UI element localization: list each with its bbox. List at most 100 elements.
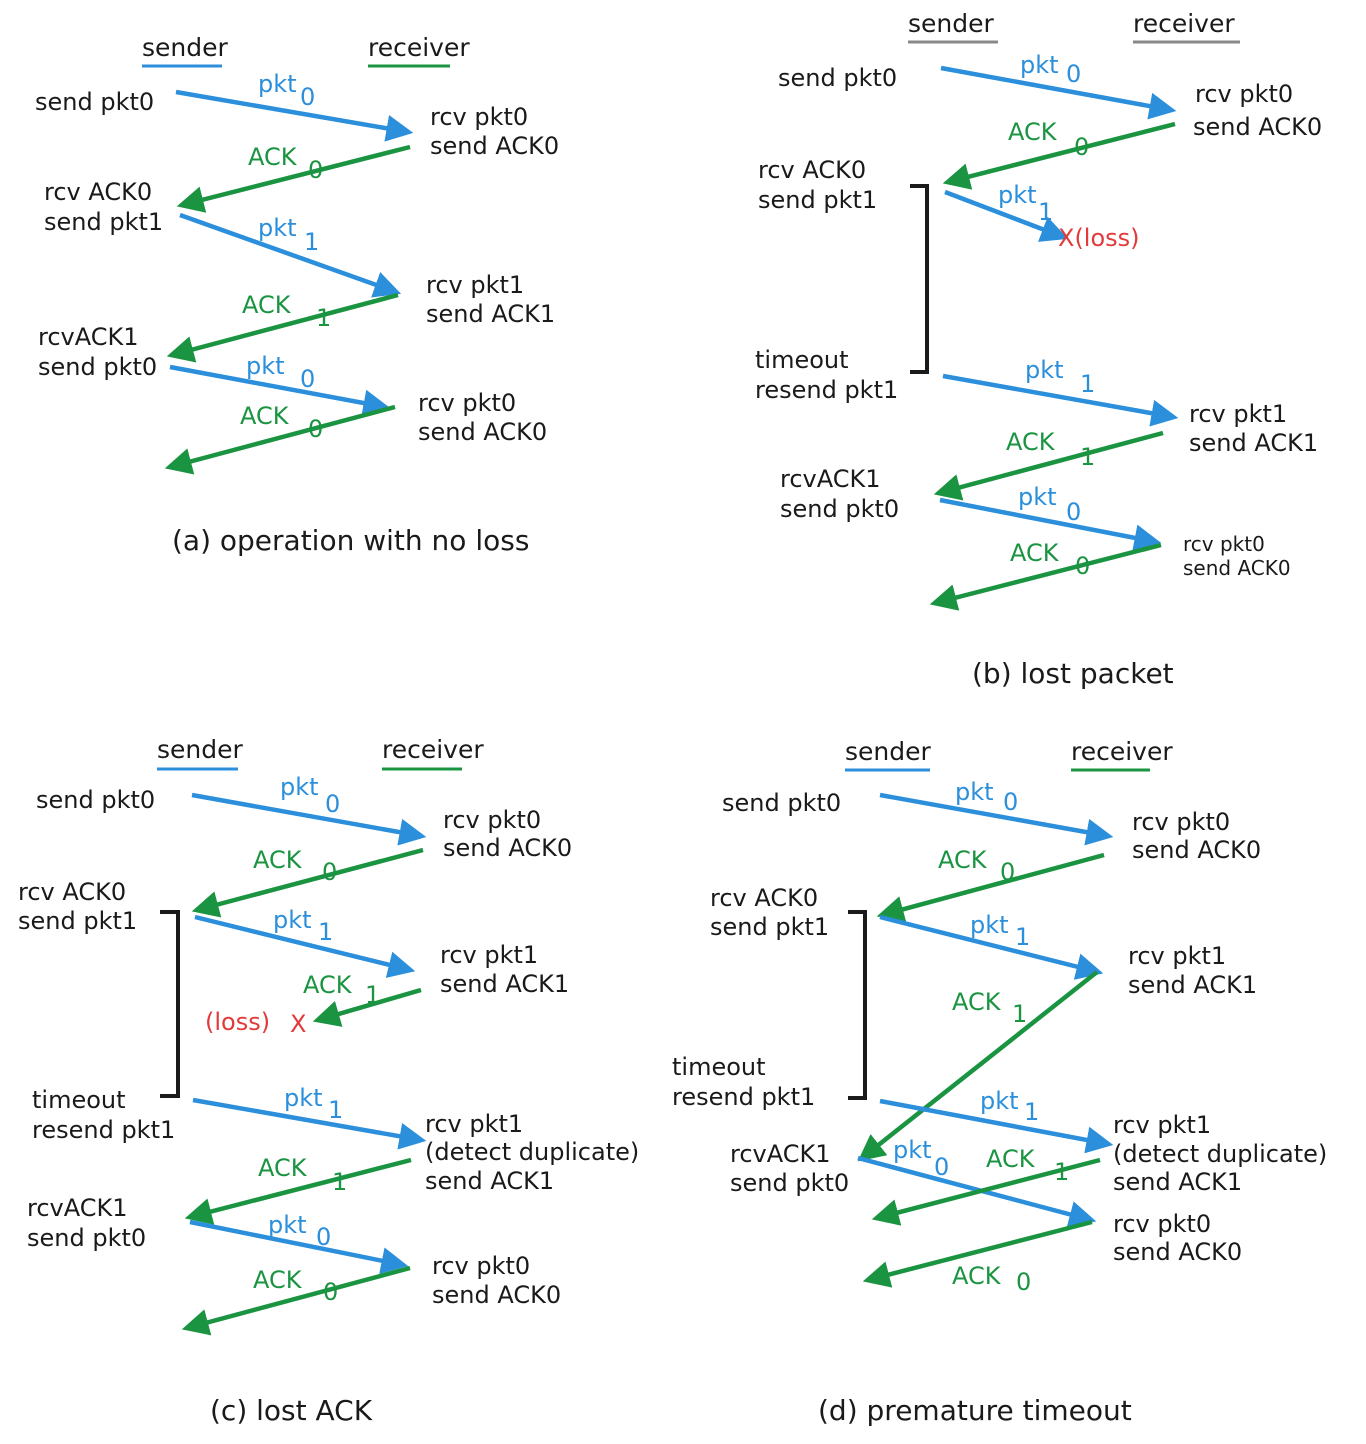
pkt-arrow bbox=[879, 1098, 1114, 1154]
msg-label: pkt bbox=[280, 773, 319, 801]
msg-seq: 0 bbox=[1066, 498, 1081, 526]
sender-event: rcvACK1 bbox=[38, 323, 139, 351]
msg-seq: 0 bbox=[1003, 788, 1018, 816]
receiver-event: (detect duplicate) bbox=[425, 1138, 639, 1166]
receiver-event: send ACK0 bbox=[1132, 836, 1261, 864]
msg-label: ACK bbox=[1010, 539, 1060, 567]
sender-header: sender bbox=[142, 33, 229, 62]
loss-marker: X(loss) bbox=[1058, 224, 1140, 252]
caption: (a) operation with no loss bbox=[172, 524, 529, 557]
ack-arrow bbox=[176, 144, 411, 213]
msg-seq: 1 bbox=[1015, 923, 1030, 951]
receiver-event: rcv pkt1 bbox=[1128, 942, 1226, 970]
loss-label: (loss) bbox=[205, 1008, 270, 1036]
sender-event: send pkt0 bbox=[780, 495, 899, 523]
ack-arrow bbox=[164, 404, 396, 475]
msg-label: ACK bbox=[258, 1154, 308, 1182]
msg-seq: 1 bbox=[332, 1168, 347, 1196]
msg-label: ACK bbox=[253, 1266, 303, 1294]
sender-event: rcv ACK0 bbox=[758, 156, 866, 184]
caption: (c) lost ACK bbox=[210, 1394, 373, 1427]
msg-label: ACK bbox=[253, 846, 303, 874]
receiver-event: rcv pkt1 bbox=[425, 1110, 523, 1138]
msg-label: pkt bbox=[955, 778, 994, 806]
pkt-arrow bbox=[194, 914, 416, 978]
msg-label: pkt bbox=[970, 911, 1009, 939]
sender-event: rcvACK1 bbox=[730, 1140, 831, 1168]
msg-seq: 1 bbox=[1012, 1000, 1027, 1028]
receiver-event: rcv pkt0 bbox=[418, 389, 516, 417]
receiver-event: send ACK0 bbox=[1113, 1238, 1242, 1266]
msg-label: ACK bbox=[1008, 118, 1058, 146]
receiver-event: rcv pkt0 bbox=[1183, 532, 1265, 556]
sender-event: resend pkt1 bbox=[755, 376, 898, 404]
caption: (b) lost packet bbox=[972, 657, 1174, 690]
msg-label: pkt bbox=[258, 214, 297, 242]
sender-event: timeout bbox=[32, 1086, 126, 1114]
msg-label: pkt bbox=[246, 352, 285, 380]
sender-event: send pkt0 bbox=[35, 88, 154, 116]
receiver-event: send ACK0 bbox=[430, 132, 559, 160]
pkt-arrow bbox=[942, 373, 1179, 427]
msg-seq: 1 bbox=[1038, 198, 1053, 226]
sender-event: send pkt1 bbox=[44, 208, 163, 236]
receiver-header: receiver bbox=[382, 735, 484, 764]
sender-event: send pkt1 bbox=[18, 907, 137, 935]
sender-event: resend pkt1 bbox=[32, 1116, 175, 1144]
sender-event: rcvACK1 bbox=[27, 1194, 128, 1222]
ack-arrow bbox=[862, 1219, 1093, 1288]
pkt-arrow bbox=[169, 364, 391, 417]
ack-arrow bbox=[942, 121, 1176, 190]
ack-arrow bbox=[933, 430, 1164, 501]
msg-label: ACK bbox=[952, 988, 1002, 1016]
msg-label: pkt bbox=[1018, 483, 1057, 511]
msg-seq: 0 bbox=[308, 156, 323, 184]
receiver-event: rcv pkt0 bbox=[1113, 1210, 1211, 1238]
receiver-event: rcv pkt0 bbox=[443, 806, 541, 834]
msg-label: ACK bbox=[1006, 428, 1056, 456]
msg-label: pkt bbox=[258, 70, 297, 98]
sender-event: send pkt0 bbox=[730, 1169, 849, 1197]
sender-header: sender bbox=[157, 735, 244, 764]
receiver-event: rcv pkt1 bbox=[440, 941, 538, 969]
receiver-event: send ACK1 bbox=[426, 300, 555, 328]
msg-seq: 1 bbox=[1024, 1098, 1039, 1126]
receiver-event: rcv pkt1 bbox=[1113, 1111, 1211, 1139]
caption: (d) premature timeout bbox=[818, 1394, 1132, 1427]
msg-seq: 1 bbox=[304, 228, 319, 256]
ack-arrow bbox=[871, 1157, 1101, 1226]
pkt-arrow bbox=[175, 89, 414, 142]
receiver-event: rcv pkt0 bbox=[432, 1252, 530, 1280]
pkt-arrow bbox=[879, 792, 1114, 846]
msg-label: pkt bbox=[1025, 356, 1064, 384]
msg-seq: 0 bbox=[323, 1278, 338, 1306]
receiver-event: send ACK1 bbox=[1189, 429, 1318, 457]
receiver-event: send ACK0 bbox=[443, 834, 572, 862]
pkt-arrow bbox=[879, 914, 1104, 980]
msg-label: ACK bbox=[986, 1145, 1036, 1173]
receiver-event: rcv pkt0 bbox=[1195, 80, 1293, 108]
ack-arrow bbox=[929, 542, 1162, 611]
msg-seq: 1 bbox=[365, 981, 380, 1009]
sender-event: rcv ACK0 bbox=[44, 178, 152, 206]
msg-seq: 0 bbox=[1075, 552, 1090, 580]
panel-a-no-loss: sender receiver send pkt0 rcv ACK0 send … bbox=[35, 33, 559, 557]
receiver-header: receiver bbox=[1071, 737, 1173, 766]
msg-label: pkt bbox=[998, 181, 1037, 209]
receiver-event: rcv pkt0 bbox=[430, 103, 528, 131]
msg-label: pkt bbox=[980, 1087, 1019, 1115]
ack-arrow bbox=[181, 1265, 411, 1336]
sender-event: resend pkt1 bbox=[672, 1083, 815, 1111]
msg-label: ACK bbox=[248, 143, 298, 171]
pkt-arrow bbox=[944, 189, 1069, 242]
msg-seq: 0 bbox=[1000, 858, 1015, 886]
pkt-arrow bbox=[940, 65, 1177, 120]
ack-arrow bbox=[312, 987, 422, 1027]
sender-event: send pkt0 bbox=[36, 786, 155, 814]
msg-label: pkt bbox=[268, 1211, 307, 1239]
receiver-event: rcv pkt1 bbox=[426, 271, 524, 299]
receiver-event: rcv pkt1 bbox=[1189, 400, 1287, 428]
msg-label: pkt bbox=[1020, 51, 1059, 79]
ack-arrow bbox=[191, 847, 424, 918]
